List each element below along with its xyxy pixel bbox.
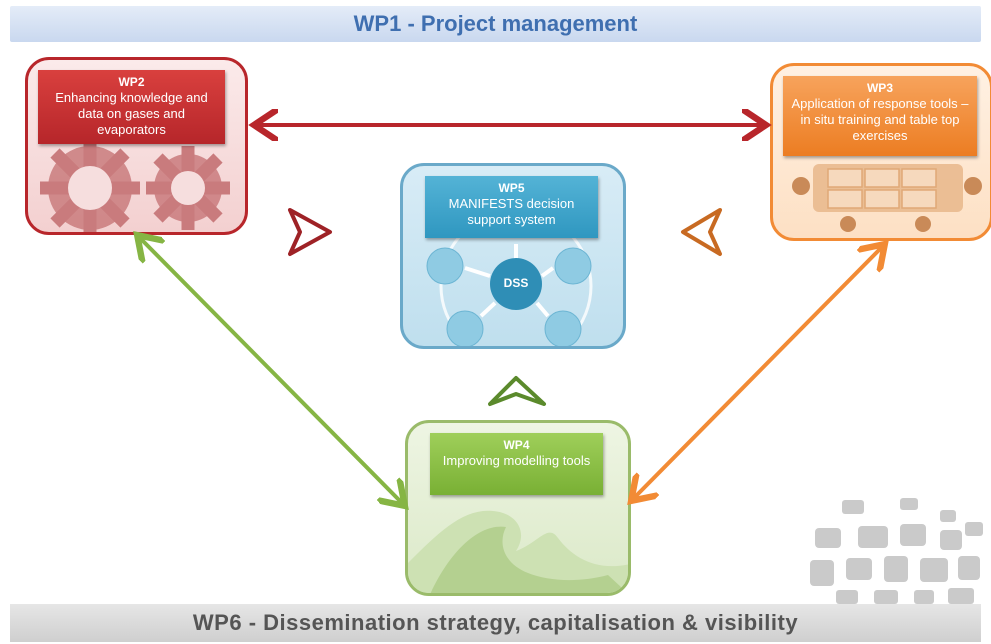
wp4-text: Improving modelling tools (442, 453, 591, 468)
wp2-wp4-arrow (140, 238, 402, 503)
dss-hub-diagram (426, 209, 593, 346)
wp3-wp4-arrow (634, 247, 882, 498)
wp3-label: WP3 Application of response tools – in s… (783, 76, 977, 156)
chevron-right-icon (288, 208, 332, 256)
wp5-card: DSS WP5 MANIFESTS decision support syste… (400, 163, 626, 349)
wp4-label: WP4 Improving modelling tools (430, 433, 603, 495)
wp4-code: WP4 (503, 438, 530, 452)
wp6-banner: WP6 - Dissemination strategy, capitalisa… (10, 604, 981, 642)
wp2-text: Enhancing knowledge and data on gases an… (55, 90, 208, 137)
wp5-text: MANIFESTS decision support system (448, 196, 575, 227)
wp1-title: WP1 - Project management (353, 11, 638, 36)
wp6-title: WP6 - Dissemination strategy, capitalisa… (192, 610, 799, 635)
wp4-card: WP4 Improving modelling tools (405, 420, 631, 596)
wave-icon (408, 510, 628, 593)
wp1-banner: WP1 - Project management (10, 6, 981, 42)
wp2-code: WP2 (118, 75, 145, 89)
wp3-text: Application of response tools – in situ … (791, 96, 969, 143)
dss-label: DSS (503, 276, 529, 290)
puzzle-table-icon (792, 164, 982, 232)
wp2-label: WP2 Enhancing knowledge and data on gase… (38, 70, 225, 144)
chevron-left-icon (681, 208, 722, 256)
gears-icon (40, 138, 230, 232)
communication-icons-cluster (810, 498, 983, 604)
wp3-code: WP3 (866, 81, 893, 95)
wp2-card: WP2 Enhancing knowledge and data on gase… (25, 57, 248, 235)
wp5-code: WP5 (498, 181, 525, 195)
wp5-label: WP5 MANIFESTS decision support system (425, 176, 598, 238)
chevron-up-icon (488, 376, 546, 406)
wp3-card: WP3 Application of response tools – in s… (770, 63, 991, 241)
